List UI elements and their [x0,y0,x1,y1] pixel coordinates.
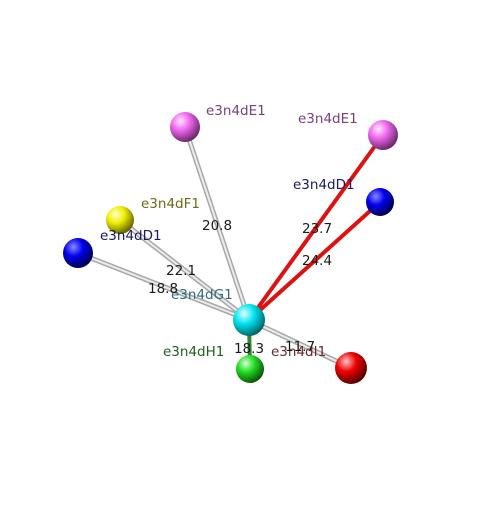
atom-h1[interactable] [236,355,264,383]
distance-to-h1: 18.3 [234,341,264,357]
label-d1-right: e3n4dD1 [293,177,355,193]
distance-to-i1: 11.7 [285,339,315,355]
distance-to-e1-left: 20.8 [202,218,232,234]
atom-i1[interactable] [335,352,367,384]
atom-center[interactable] [233,304,265,336]
bond-highlight [77,252,250,321]
distance-to-d1-right: 24.4 [302,253,332,269]
atom-e1-right[interactable] [368,120,398,150]
atom-d1-left[interactable] [63,238,93,268]
bond-highlight [248,319,352,369]
atoms-layer [63,112,398,384]
label-i1: e3n4dI1 [271,344,326,360]
bond-to-d1-right [247,200,382,322]
atom-labels: e3n4dE1 e3n4dE1 e3n4dD1 e3n4dF1 e3n4dD1 … [100,103,358,360]
label-e1-right: e3n4dE1 [298,111,358,127]
label-d1-left: e3n4dD1 [100,228,162,244]
atom-e1-left[interactable] [170,112,200,142]
label-e1-left: e3n4dE1 [206,103,266,119]
bond-to-e1-right [247,133,385,322]
distance-to-d1-left: 18.8 [148,281,178,297]
label-center: e3n4dG1 [171,287,233,303]
atom-d1-right[interactable] [366,188,394,216]
distance-labels: 20.8 23.7 24.4 22.1 18.8 18.3 11.7 [148,218,332,357]
bond-highlight [184,126,250,321]
distance-to-f1: 22.1 [166,263,196,279]
label-h1: e3n4dH1 [163,344,224,360]
label-f1: e3n4dF1 [141,196,200,212]
bonds-layer [75,124,385,371]
bond-highlight [119,219,250,321]
distance-to-e1-right: 23.7 [302,221,332,237]
atom-f1[interactable] [106,206,134,234]
